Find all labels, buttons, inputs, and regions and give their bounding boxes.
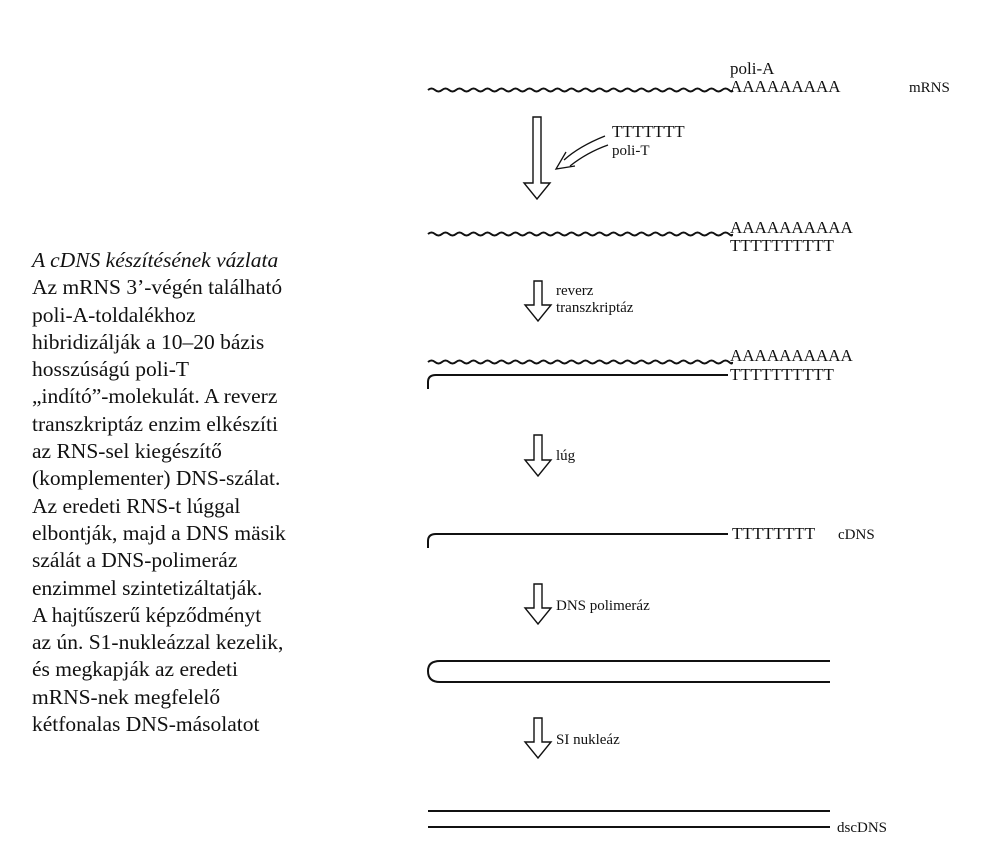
primer-arrow-outer [569, 144, 609, 167]
caption: A cDNS készítésének vázlata Az mRNS 3’-v… [32, 247, 402, 738]
mrna-strand [427, 231, 734, 237]
caption-line: transzkriptáz enzim elkészíti [32, 411, 278, 436]
primer-arrow [563, 135, 606, 161]
poly-a-sequence: AAAAAAAAAA [730, 218, 853, 237]
poli-a-label: poli-A [730, 59, 775, 78]
step-label: lúg [556, 448, 576, 464]
process-arrow [522, 116, 552, 201]
caption-line: A hajtűszerű képződményt [32, 602, 262, 627]
step-label: SI nukleáz [556, 732, 620, 748]
step-label: transzkriptáz [556, 300, 634, 316]
caption-line: az RNS-sel kiegészítő [32, 439, 222, 464]
caption-line: hosszúságú poli-T [32, 357, 190, 382]
caption-line: és megkapják az eredeti [32, 657, 238, 682]
cdns-label: cDNS [838, 527, 875, 543]
primer-sequence: TTTTTTT [612, 122, 685, 141]
caption-title: A cDNS készítésének vázlata [32, 248, 279, 272]
poli-t-label: poli-T [612, 143, 650, 159]
caption-line: mRNS-nek megfelelő [32, 684, 221, 709]
caption-line: Az mRNS 3’-végén található [32, 275, 283, 300]
step-label: DNS polimeráz [556, 598, 650, 614]
caption-line: az ún. S1-nukleázzal kezelik, [32, 630, 284, 655]
mrna-strand [427, 359, 734, 365]
process-arrow [523, 717, 553, 760]
mrna-strand [427, 87, 734, 93]
primer-arrow-head [554, 151, 576, 170]
process-arrow [523, 280, 553, 323]
caption-line: (komplementer) DNS-szálat. [32, 466, 281, 491]
caption-line: szálát a DNS-polimeráz [32, 548, 238, 573]
caption-line: kétfonalas DNS-másolatot [32, 712, 260, 737]
caption-line: poli-A-toldalékhoz [32, 302, 196, 327]
caption-line: „indító”-molekulát. A reverz [32, 384, 278, 409]
caption-line: elbontják, majd a DNS mäsik [32, 520, 286, 545]
caption-line: hibridizálják a 10–20 bázis [32, 329, 265, 354]
cdna-strand [427, 533, 728, 548]
mrns-label: mRNS [909, 80, 950, 96]
poly-a-sequence: AAAAAAAAAA [730, 346, 853, 365]
poly-t-sequence: TTTTTTTTTT [730, 236, 834, 255]
process-arrow [523, 583, 553, 626]
cdna-strand [427, 374, 728, 389]
dscdns-label: dscDNS [837, 820, 887, 836]
hairpin-dna [426, 660, 830, 683]
step-label: reverz [556, 283, 594, 299]
poly-a-sequence: AAAAAAAAA [730, 77, 841, 96]
poly-t-sequence: TTTTTTTT [732, 524, 816, 543]
poly-t-sequence: TTTTTTTTTT [730, 365, 834, 384]
caption-line: Az eredeti RNS-t lúggal [32, 493, 241, 518]
caption-line: enzimmel szintetizáltatják. [32, 575, 263, 600]
process-arrow [523, 434, 553, 478]
